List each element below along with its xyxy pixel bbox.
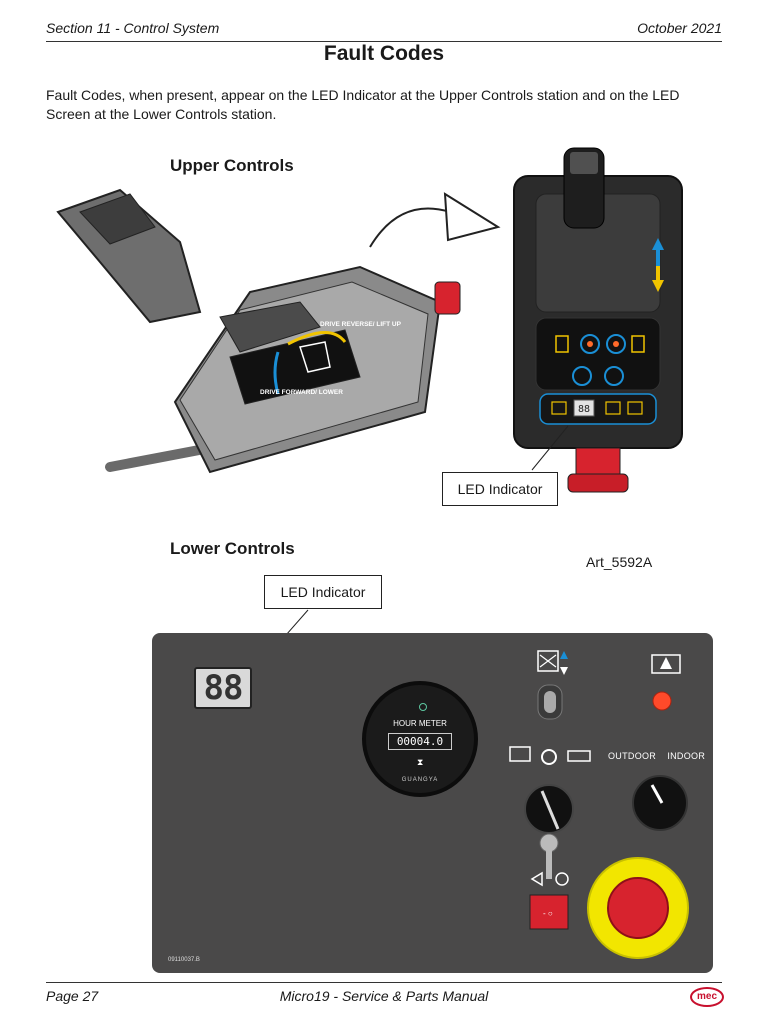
key-off-icon	[530, 871, 569, 887]
page-number: Page 27	[46, 988, 99, 1004]
lift-toggle-switch[interactable]	[537, 684, 563, 720]
manual-title: Micro19 - Service & Parts Manual	[279, 988, 489, 1004]
hour-meter-light	[419, 703, 427, 711]
upper-led-digits: 88	[578, 404, 590, 415]
key-switch[interactable]	[524, 784, 574, 879]
hour-meter-brand: GUANGYA	[401, 777, 439, 783]
decal-forward-text: DRIVE FORWARD/ LOWER	[260, 389, 343, 396]
page-header: Section 11 - Control System October 2021	[46, 20, 722, 42]
lower-control-panel: 88 HOUR METER 00004.0 ⧗ GUANGYA	[152, 633, 713, 973]
upper-controls-heading: Upper Controls	[170, 156, 294, 175]
lower-controls-heading: Lower Controls	[170, 539, 295, 558]
lower-led-display: 88	[194, 667, 252, 709]
lift-lower-icon	[537, 650, 568, 675]
hourglass-icon: ⧗	[417, 757, 424, 767]
section-title: Section 11 - Control System	[46, 20, 220, 36]
page-title: Fault Codes	[323, 42, 445, 65]
hour-meter: HOUR METER 00004.0 ⧗ GUANGYA	[362, 681, 478, 797]
hour-meter-label: HOUR METER	[393, 719, 447, 728]
emergency-stop-button[interactable]	[587, 857, 689, 959]
power-rocker-switch[interactable]: - ○	[529, 894, 569, 930]
tilt-alarm-light	[652, 691, 672, 711]
hour-meter-readout: 00004.0	[388, 733, 452, 750]
art-reference: Art_5592A	[586, 554, 653, 570]
lower-controls-switches: - ○	[509, 650, 689, 959]
outdoor-indoor-labels: OUTDOOR INDOOR	[608, 751, 705, 761]
platform-drive-select-icon	[509, 746, 591, 765]
joystick-controller-illustration: DRIVE REVERSE/ LIFT UP DRIVE FORWARD/ LO…	[56, 188, 501, 474]
outdoor-label: OUTDOOR	[608, 751, 657, 761]
upper-control-box: 88	[513, 147, 683, 493]
tilt-alarm-icon	[651, 654, 681, 674]
mec-logo: mec	[690, 987, 724, 1007]
outdoor-indoor-selector[interactable]	[632, 775, 688, 831]
lower-led-callout: LED Indicator	[264, 575, 382, 609]
indoor-label: INDOOR	[667, 751, 706, 761]
svg-text:- ○: - ○	[543, 909, 553, 918]
header-date: October 2021	[637, 20, 722, 36]
panel-part-number: 09110037.B	[168, 957, 200, 963]
decal-reverse-text: DRIVE REVERSE/ LIFT UP	[320, 321, 402, 328]
page-footer: Page 27 Micro19 - Service & Parts Manual…	[46, 982, 724, 1012]
upper-led-callout: LED Indicator	[442, 472, 558, 506]
intro-paragraph: Fault Codes, when present, appear on the…	[46, 87, 680, 122]
